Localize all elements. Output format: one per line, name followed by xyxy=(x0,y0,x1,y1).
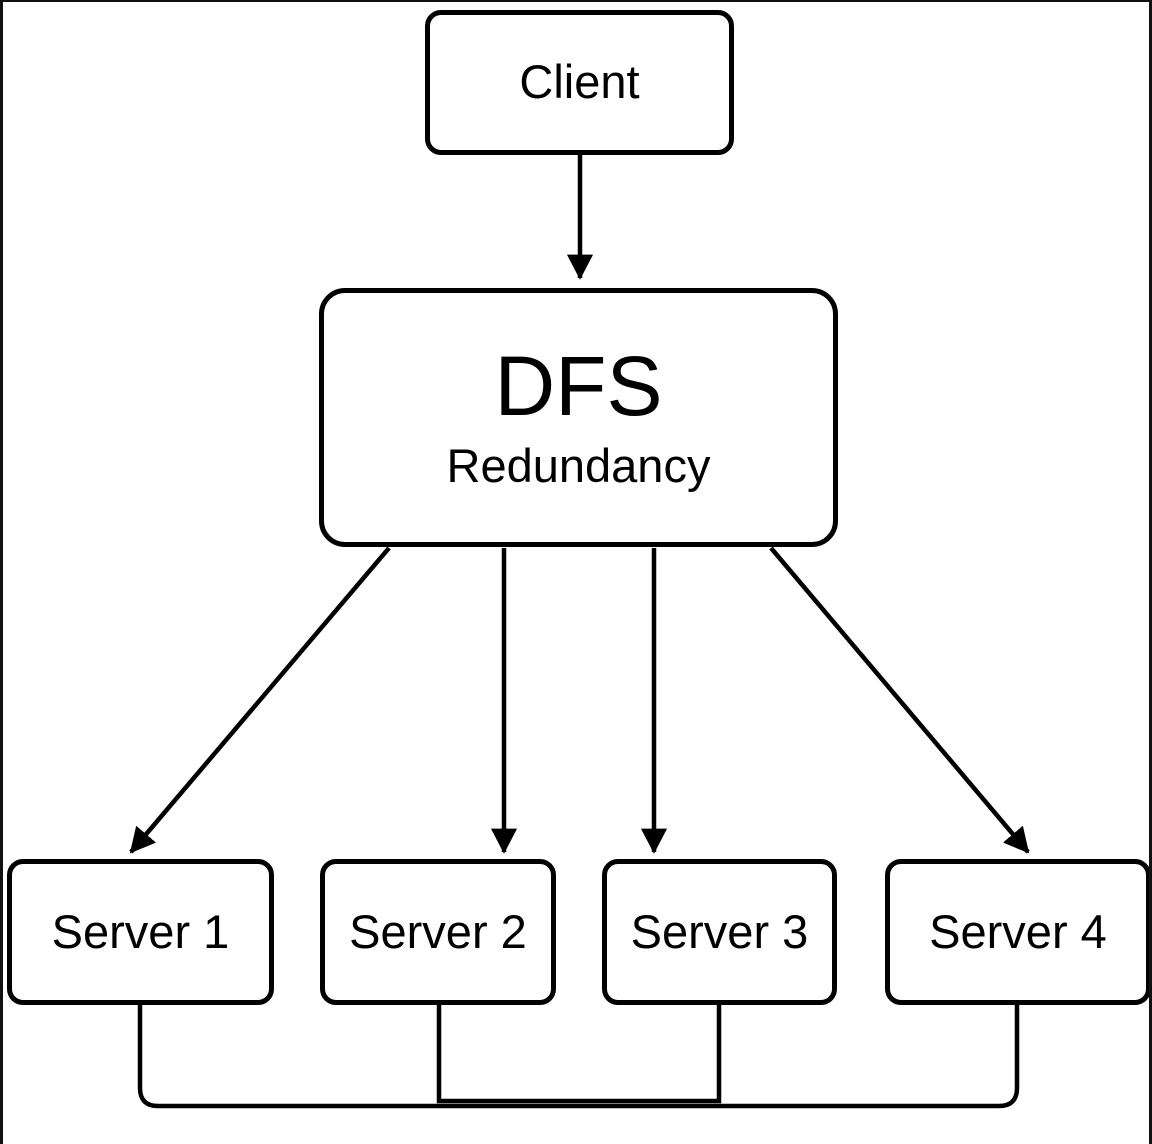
server-3-node: Server 3 xyxy=(602,859,837,1005)
server-3-node-label: Server 3 xyxy=(630,904,809,958)
bus-link-server1-server4 xyxy=(137,1002,1020,1109)
server-1-node-label: Server 1 xyxy=(51,904,230,958)
server-2-node-label: Server 2 xyxy=(349,904,527,958)
server-4-node-label: Server 4 xyxy=(929,904,1107,958)
client-node-label: Client xyxy=(519,55,640,109)
arrow-dfs-to-server-1 xyxy=(129,546,391,854)
dfs-node: DFS Redundancy xyxy=(319,288,838,547)
dfs-node-title: DFS xyxy=(494,339,663,434)
arrow-dfs-to-server-4 xyxy=(769,546,1030,854)
client-node: Client xyxy=(425,10,734,155)
bus-link-server2-server3 xyxy=(436,1002,722,1104)
server-4-node: Server 4 xyxy=(885,859,1149,1005)
dfs-node-subtitle: Redundancy xyxy=(446,438,711,492)
server-2-node: Server 2 xyxy=(320,859,556,1005)
connector-layer xyxy=(129,152,1030,1109)
server-1-node: Server 1 xyxy=(7,859,274,1005)
